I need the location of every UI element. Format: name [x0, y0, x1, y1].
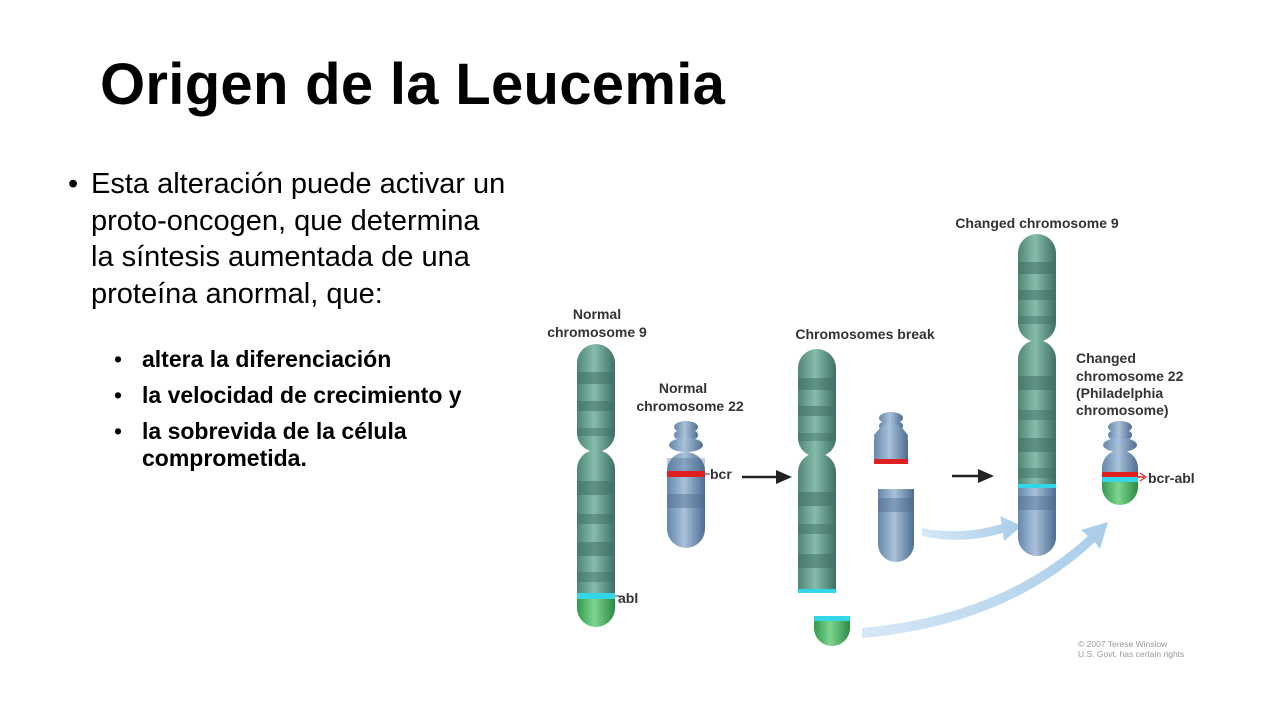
- philadelphia-chromosome: [1102, 421, 1148, 505]
- fragment-move-arrow-icon: [922, 516, 1022, 541]
- sub-bullet-list: • altera la diferenciación • la velocida…: [114, 346, 508, 472]
- main-bullet-text: Esta alteración puede activar un proto-o…: [91, 168, 506, 310]
- broken-chromosome-22: [874, 412, 914, 562]
- normal-chromosome-22: [667, 421, 710, 548]
- sub-bullet-growth-rate: • la velocidad de crecimiento y: [114, 382, 508, 409]
- copyright-line1: © 2007 Terese Winslow: [1078, 639, 1168, 649]
- abl-fragment: [814, 616, 850, 646]
- label-changed-chromosome-22-line4: chromosome): [1076, 402, 1169, 418]
- label-normal-chromosome-22-line2: chromosome 22: [636, 398, 744, 414]
- sub-bullet-survival: • la sobrevida de la célula comprometida…: [114, 418, 508, 472]
- abl-move-arrow-icon: [862, 522, 1108, 638]
- bullet-dot: •: [114, 346, 123, 372]
- label-normal-chromosome-9-line2: chromosome 9: [547, 324, 647, 340]
- sub-bullet-differentiation: • altera la diferenciación: [114, 346, 508, 373]
- label-changed-chromosome-22-line2: chromosome 22: [1076, 368, 1184, 384]
- label-changed-chromosome-22-line3: (Philadelphia: [1076, 385, 1163, 401]
- sub-bullet-text: la sobrevida de la célula comprometida.: [142, 418, 407, 471]
- bullet-dot: •: [68, 168, 79, 200]
- sub-bullet-text: la velocidad de crecimiento y: [142, 382, 462, 408]
- bullet-dot: •: [114, 382, 123, 408]
- label-normal-chromosome-9-line1: Normal: [573, 306, 621, 322]
- arrowhead-icon: [776, 470, 792, 484]
- bullet-dot: •: [114, 418, 123, 444]
- bullet-list: • Esta alteración puede activar un proto…: [68, 166, 508, 481]
- copyright-line2: U.S. Govt. has certain rights: [1078, 649, 1184, 659]
- broken-chromosome-9: [798, 349, 836, 593]
- main-bullet: • Esta alteración puede activar un proto…: [68, 166, 508, 312]
- chromosome-translocation-figure: Normal chromosome 9 abl Normal chromosom…: [540, 206, 1220, 666]
- arrowhead-icon: [978, 469, 994, 483]
- label-bcr-abl: bcr-abl: [1148, 470, 1195, 486]
- label-chromosomes-break: Chromosomes break: [795, 326, 934, 342]
- label-changed-chromosome-22-line1: Changed: [1076, 350, 1136, 366]
- translocation-diagram: Normal chromosome 9 abl Normal chromosom…: [547, 215, 1195, 659]
- label-normal-chromosome-22-line1: Normal: [659, 380, 707, 396]
- label-abl: abl: [618, 590, 638, 606]
- slide-title: Origen de la Leucemia: [100, 52, 726, 117]
- label-bcr: bcr: [710, 466, 732, 482]
- label-changed-chromosome-9: Changed chromosome 9: [955, 215, 1119, 231]
- sub-bullet-text: altera la diferenciación: [142, 346, 392, 372]
- normal-chromosome-9: [577, 344, 620, 627]
- changed-chromosome-9: [1018, 234, 1056, 556]
